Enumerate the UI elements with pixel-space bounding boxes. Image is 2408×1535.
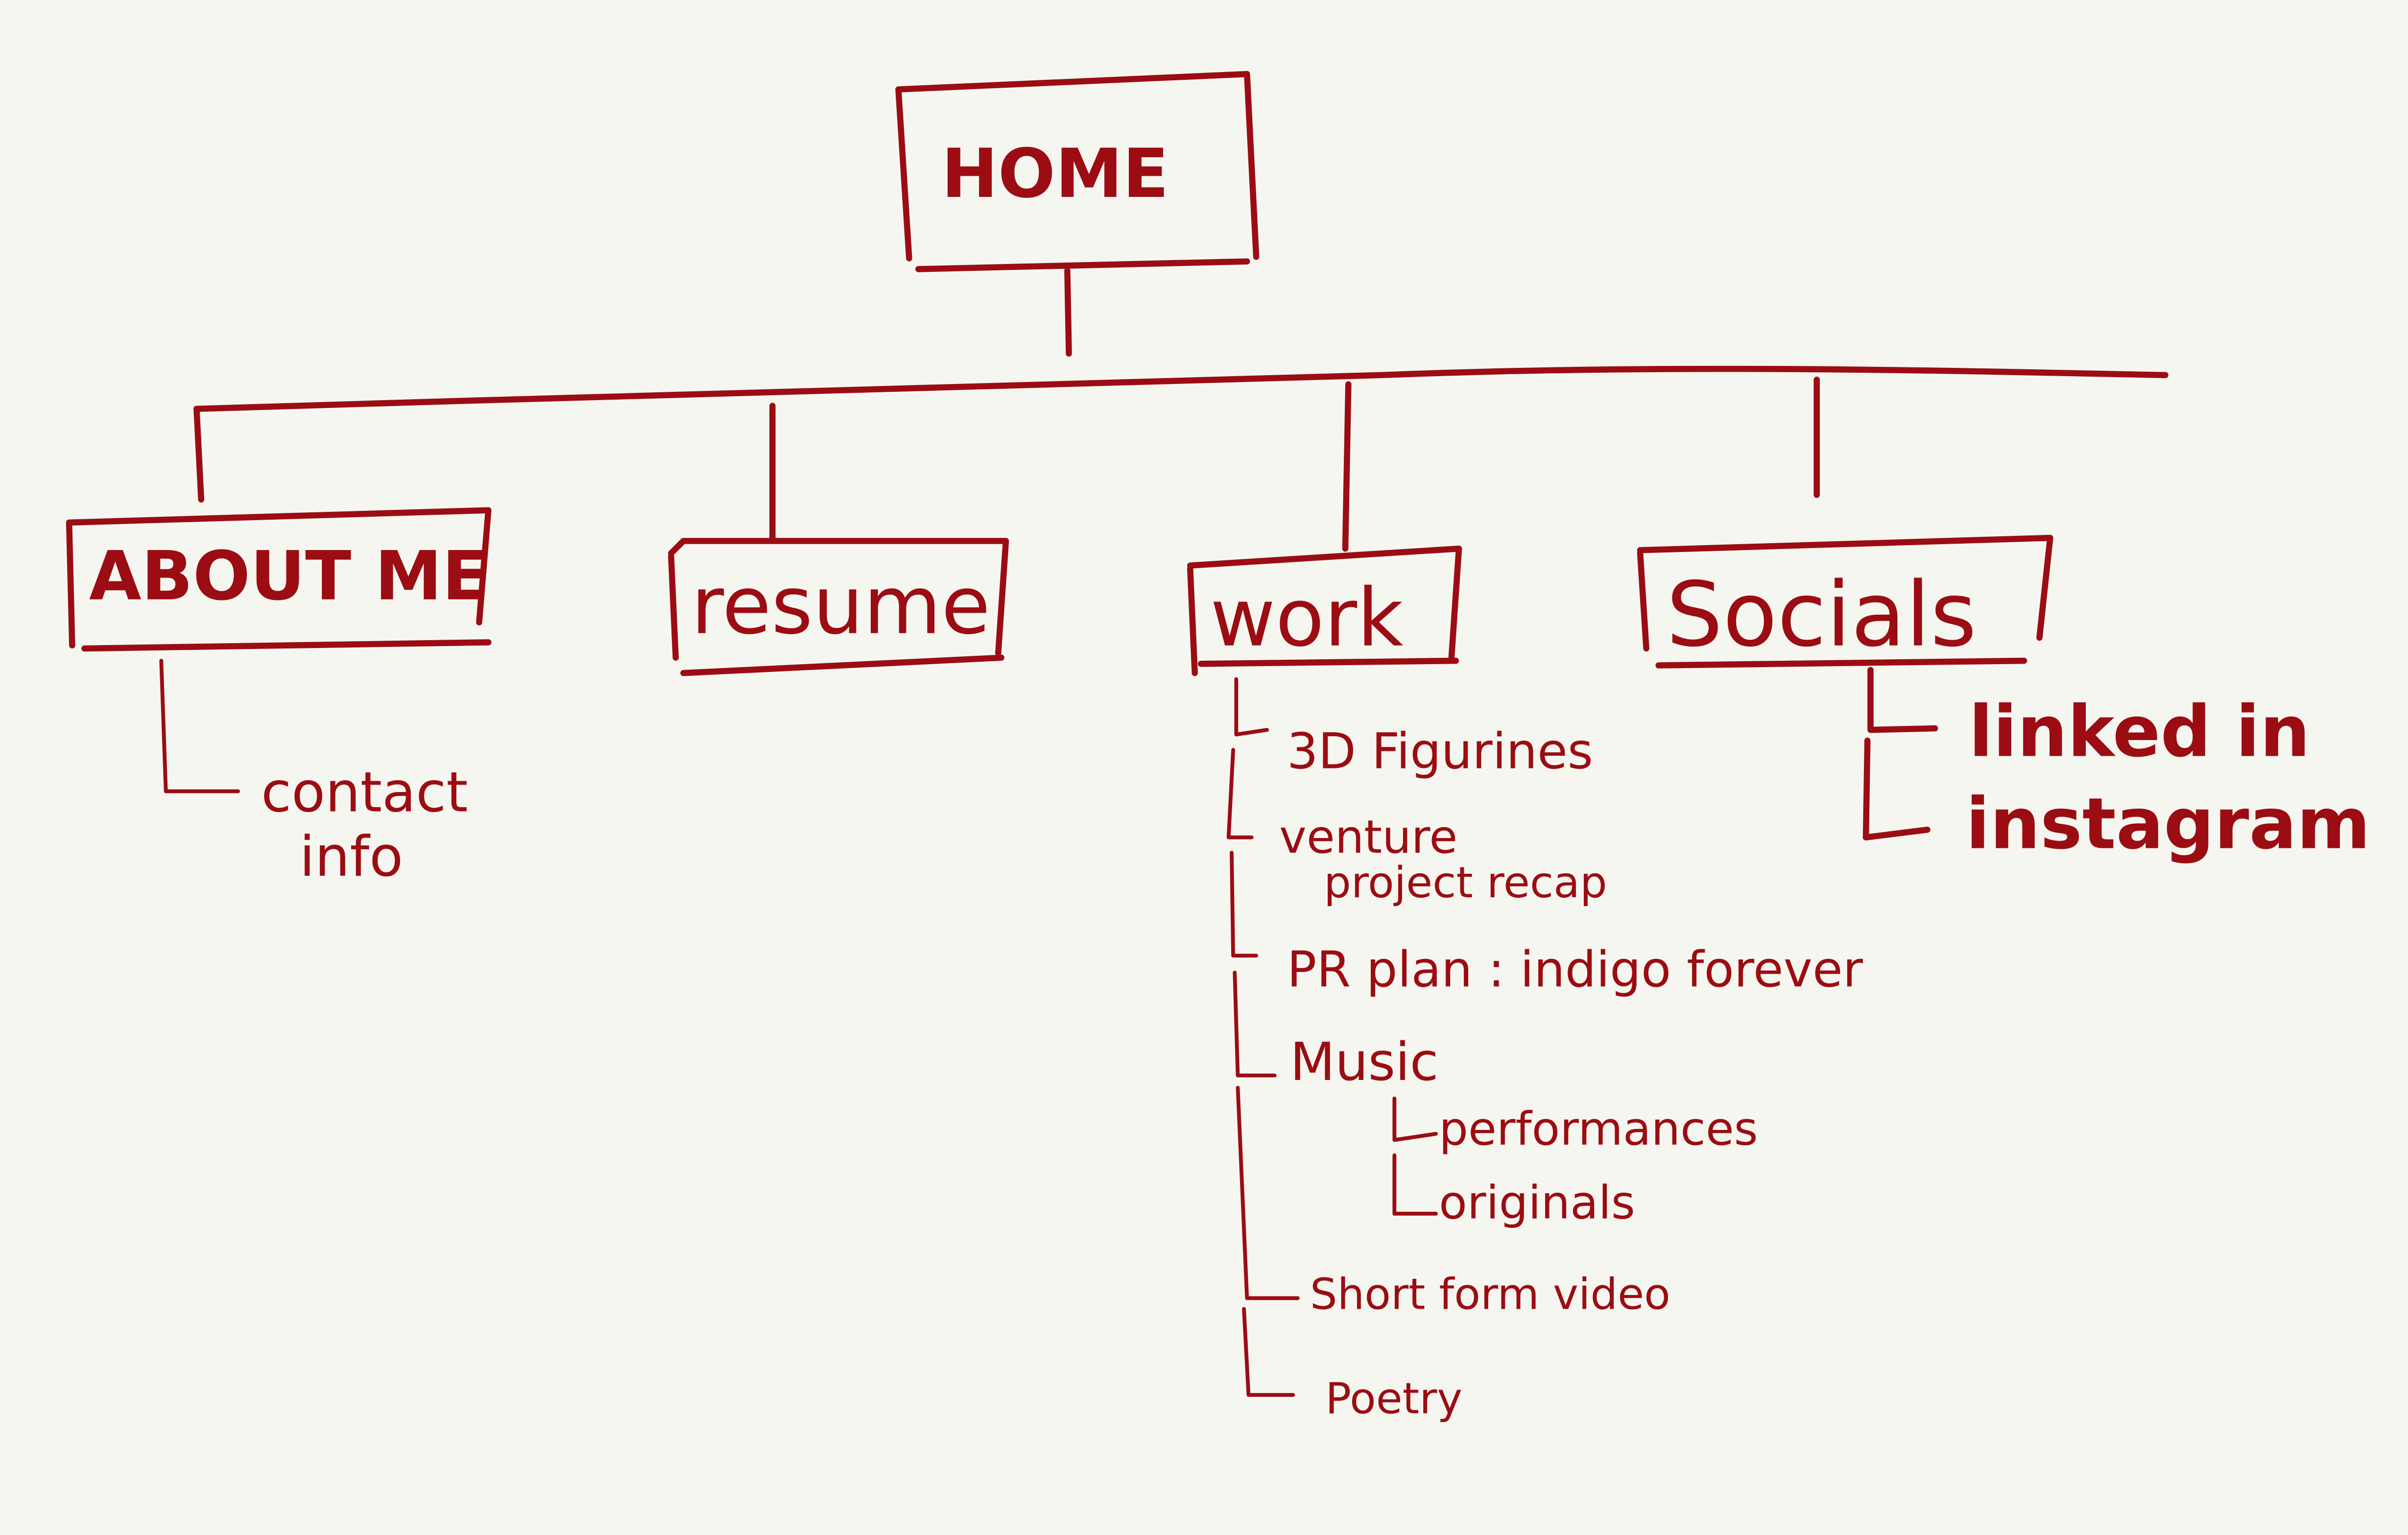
work-item-venture: venture xyxy=(1279,811,1457,864)
about-me-label: ABOUT ME xyxy=(89,537,488,616)
about-me-node: ABOUT ME contact info xyxy=(66,507,492,889)
resume-node: resume xyxy=(668,538,1009,676)
music-child-connectors xyxy=(1392,1096,1438,1216)
work-item-pr-plan: PR plan : indigo forever xyxy=(1287,941,1863,998)
main-branch-line xyxy=(193,365,2169,412)
socials-box xyxy=(1637,534,2053,669)
home-label: HOME xyxy=(941,134,1168,213)
work-box xyxy=(1187,545,1462,676)
work-item-poetry: Poetry xyxy=(1325,1374,1462,1424)
section-connectors xyxy=(193,376,1820,552)
about-me-box xyxy=(66,507,492,652)
info-label: info xyxy=(299,824,403,889)
socials-child-connectors xyxy=(1862,667,1938,840)
about-me-child-connector xyxy=(159,659,240,793)
work-item-3d-figurines: 3D Figurines xyxy=(1287,723,1593,780)
work-item-music: Music xyxy=(1290,1032,1438,1093)
resume-label: resume xyxy=(691,560,990,652)
work-item-project-recap: project recap xyxy=(1324,858,1607,908)
work-child-connectors xyxy=(1226,677,1300,1397)
work-item-short-form-video: Short form video xyxy=(1310,1269,1670,1319)
socials-item-linkedin: linked in xyxy=(1969,691,2310,773)
music-item-originals: originals xyxy=(1439,1176,1635,1229)
work-label: work xyxy=(1210,572,1404,665)
music-item-performances: performances xyxy=(1439,1103,1758,1156)
work-node: work 3D Figurines venture project recap … xyxy=(1187,545,1863,1424)
home-stem xyxy=(1064,267,1072,357)
resume-box xyxy=(668,538,1009,676)
home-box xyxy=(895,71,1260,272)
home-node: HOME xyxy=(895,71,1260,272)
socials-label: Socials xyxy=(1666,563,1977,667)
socials-node: Socials linked in instagram xyxy=(1637,534,2370,865)
socials-item-instagram: instagram xyxy=(1966,783,2370,865)
contact-label: contact xyxy=(261,760,468,824)
